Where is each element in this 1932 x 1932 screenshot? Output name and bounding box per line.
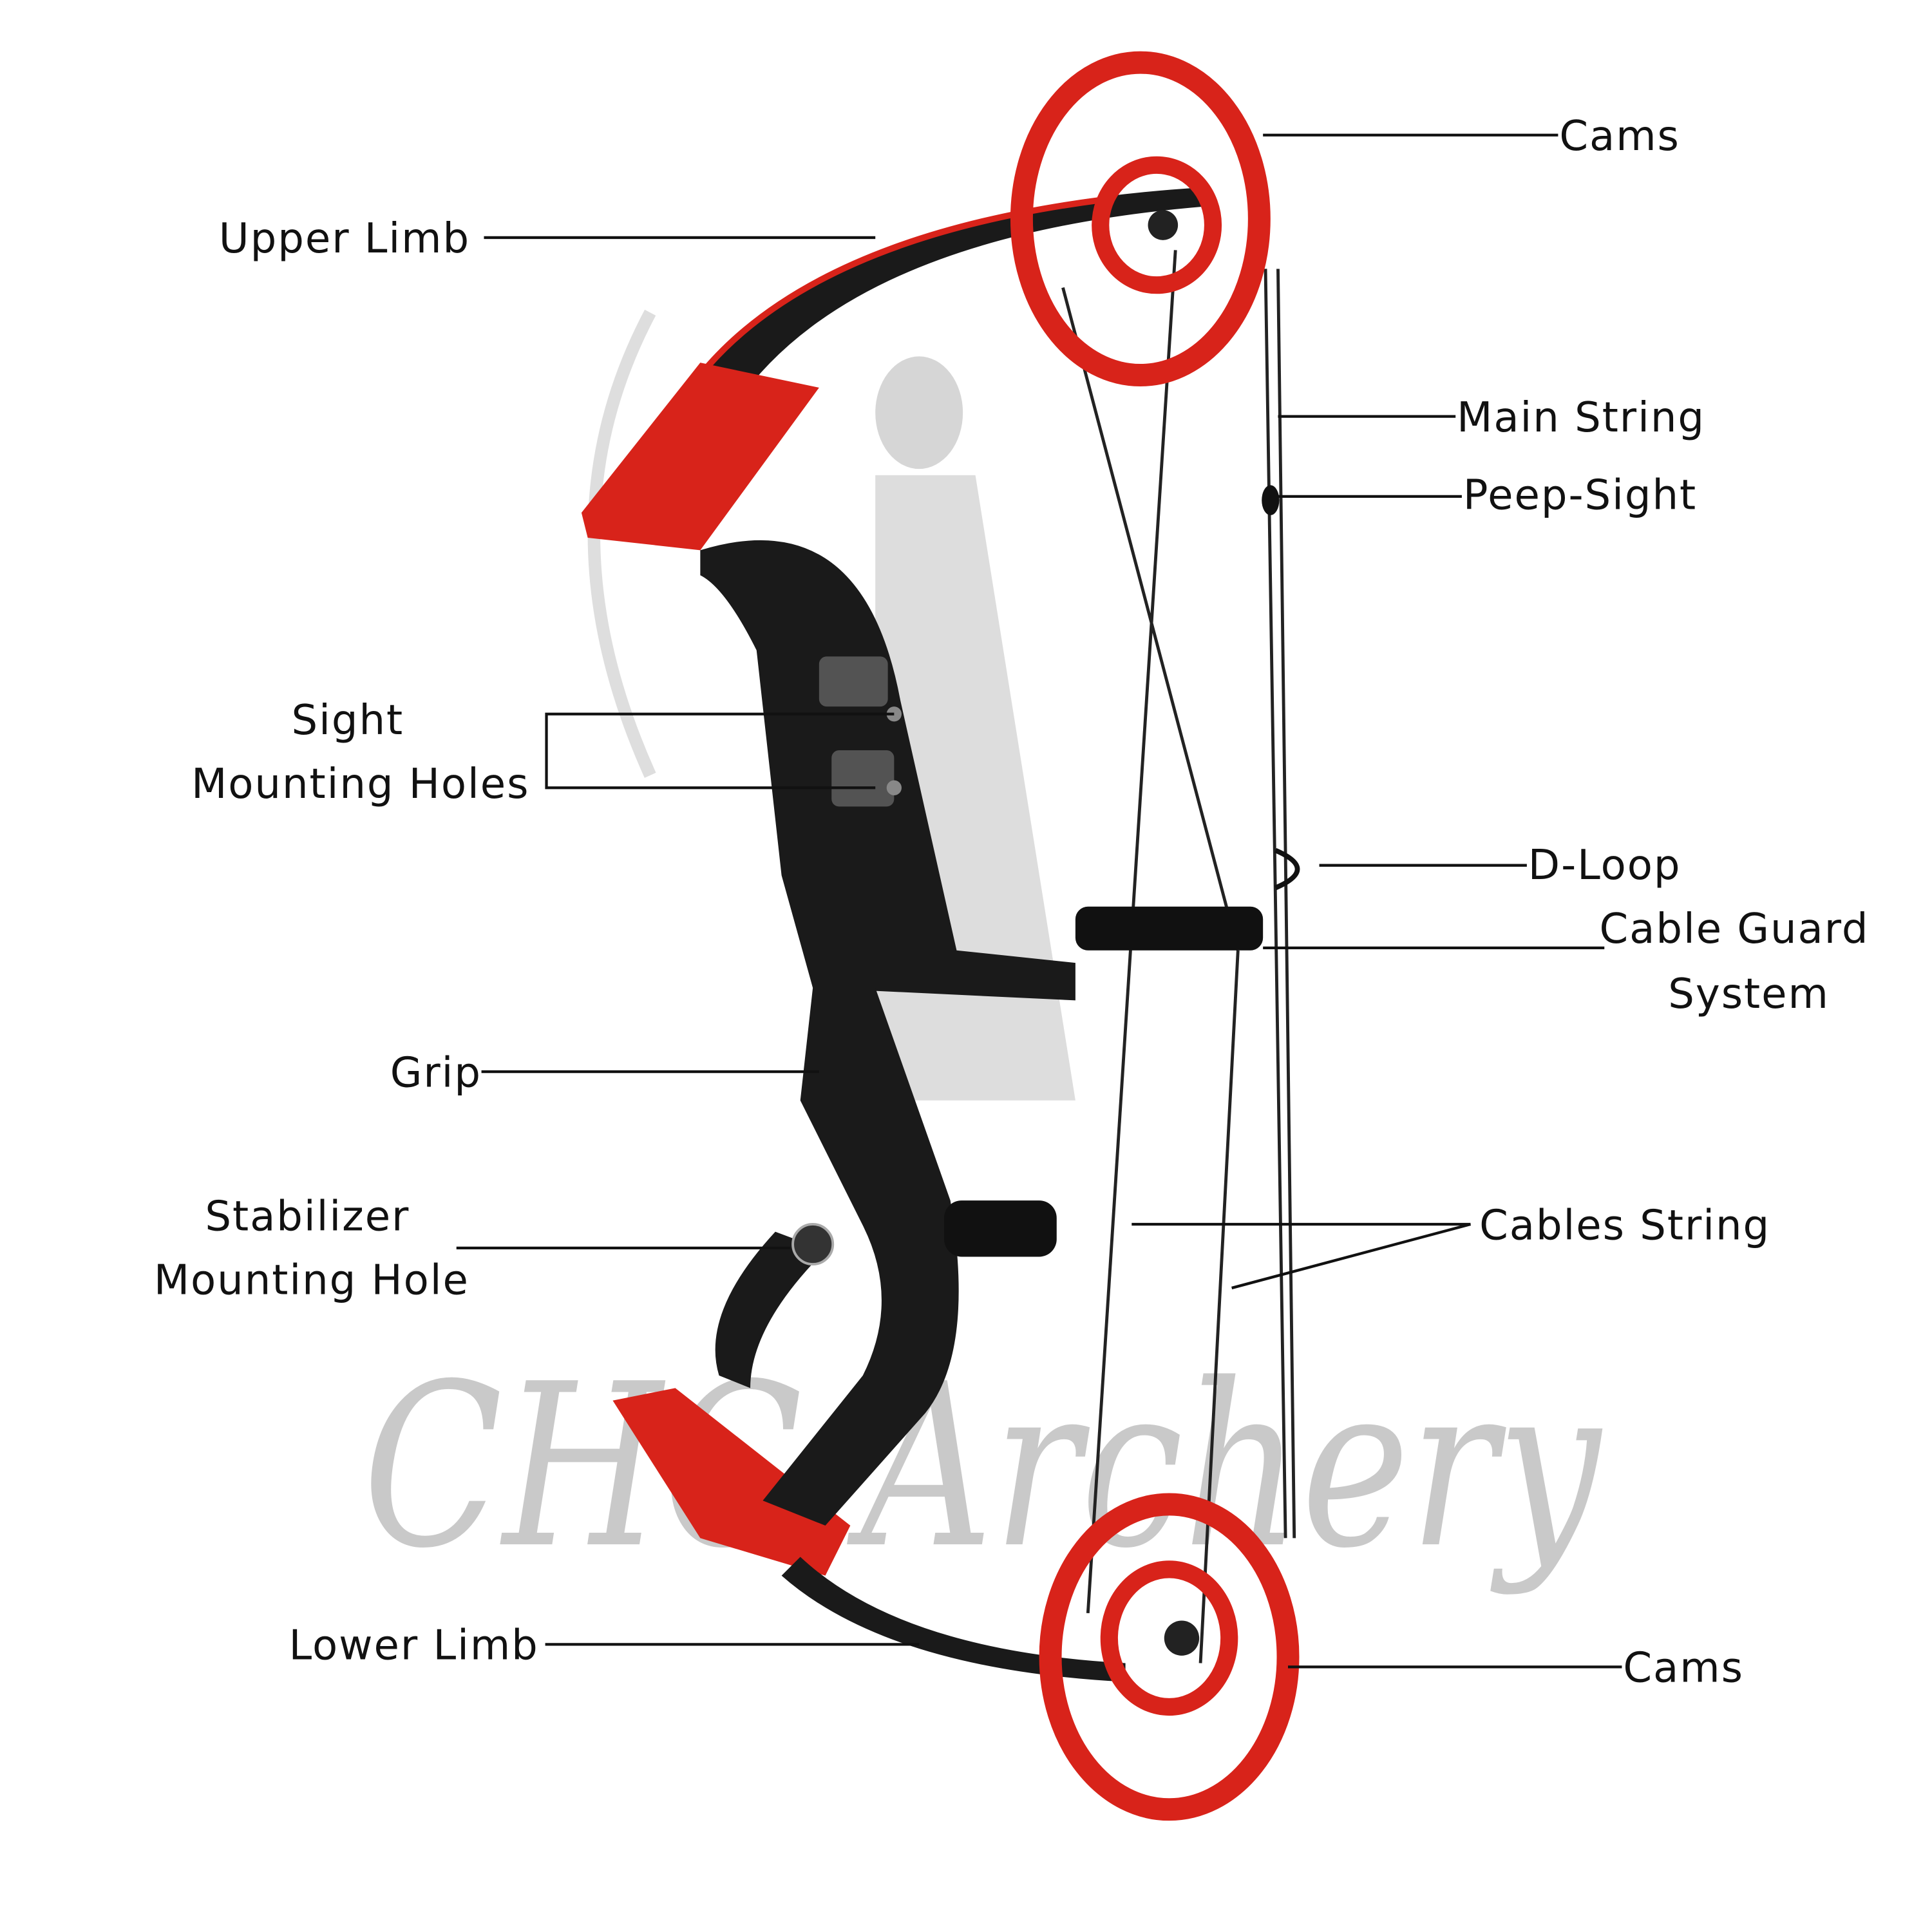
callout-stabilizer: Stabilizer Mounting Hole: [154, 1193, 791, 1305]
label-cables-string: Cables String: [1479, 1202, 1770, 1249]
label-d-loop: D-Loop: [1528, 842, 1681, 889]
label-main-string: Main String: [1457, 394, 1705, 442]
peep-sight-marker: [1262, 485, 1280, 515]
callout-cams-top: Cams: [1263, 113, 1680, 160]
callout-cables-string: Cables String: [1132, 1202, 1770, 1290]
label-upper-limb: Upper Limb: [219, 215, 470, 263]
label-cable-guard-line2: System: [1668, 971, 1830, 1018]
callout-peep-sight: Peep-Sight: [1270, 471, 1697, 519]
callout-cams-bottom: Cams: [1288, 1645, 1744, 1692]
label-stabilizer-line2: Mounting Hole: [154, 1257, 469, 1305]
callout-cable-guard: Cable Guard System: [1263, 905, 1869, 1018]
label-lower-limb: Lower Limb: [289, 1622, 539, 1670]
sight-hole-lower: [886, 780, 902, 795]
label-peep-sight: Peep-Sight: [1463, 471, 1697, 519]
label-cable-guard-line1: Cable Guard: [1599, 905, 1869, 953]
callout-sight-mounting-holes: Sight Mounting Holes: [191, 697, 895, 808]
label-grip: Grip: [390, 1049, 482, 1097]
lower-limb-pocket: [612, 1388, 851, 1576]
cable-2: [1061, 287, 1240, 951]
upper-cam: [1010, 51, 1271, 386]
label-stabilizer-line1: Stabilizer: [205, 1193, 410, 1241]
lower-limb: [781, 1557, 1126, 1682]
label-cams-top: Cams: [1559, 113, 1680, 160]
watermark-text: CHC Archery: [363, 1336, 1603, 1598]
riser: [700, 540, 1264, 1526]
callout-upper-limb: Upper Limb: [219, 215, 876, 263]
stabilizer-hole: [791, 1223, 835, 1266]
label-sight-line2: Mounting Holes: [191, 761, 529, 808]
label-sight-line1: Sight: [292, 697, 404, 744]
d-loop-marker: [1274, 848, 1300, 891]
upper-limb-pocket: [581, 363, 819, 551]
label-cams-bottom: Cams: [1623, 1645, 1744, 1692]
arrow-rest: [944, 1200, 1057, 1257]
watermark: CHC Archery: [363, 309, 1603, 1598]
main-string: [1264, 269, 1287, 1539]
callout-main-string: Main String: [1278, 394, 1705, 442]
callout-d-loop: D-Loop: [1319, 842, 1681, 889]
cable-guard: [1075, 906, 1264, 951]
callout-lower-limb: Lower Limb: [289, 1622, 920, 1670]
callout-grip: Grip: [390, 1049, 819, 1097]
lower-cam: [1039, 1493, 1300, 1821]
